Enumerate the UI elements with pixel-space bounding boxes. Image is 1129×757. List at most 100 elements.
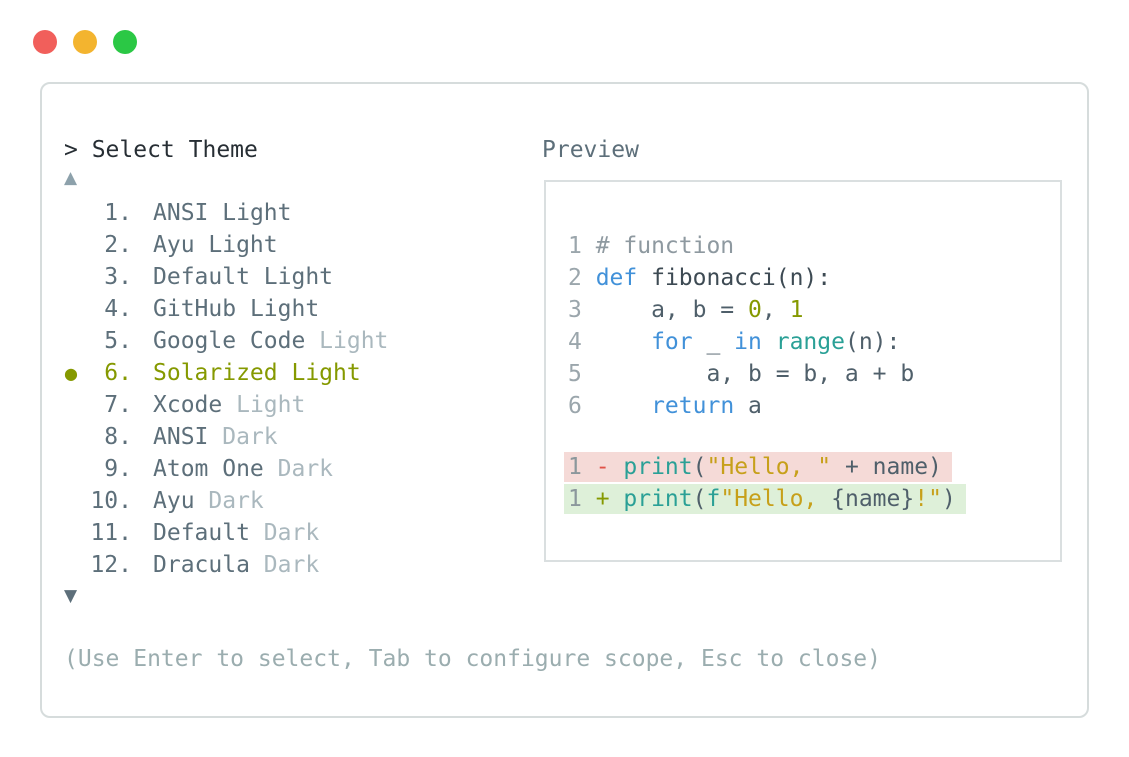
- theme-list-item-ansi-dark[interactable]: 8. ANSI Dark: [64, 421, 388, 453]
- code-token-plain: ): [941, 486, 956, 512]
- theme-item-name: Xcode Light: [153, 392, 305, 418]
- code-token-plain: a: [734, 393, 762, 419]
- theme-list-item-dracula-dark[interactable]: 12.Dracula Dark: [64, 549, 388, 581]
- theme-item-number: 5.: [104, 328, 132, 354]
- code-line: 3 a, b = 0, 1: [568, 294, 914, 326]
- preview-label: Preview: [542, 137, 639, 163]
- theme-item-name: Solarized Light: [153, 360, 361, 386]
- code-token-function: print: [623, 454, 693, 480]
- theme-variant-text: Dark: [208, 488, 264, 514]
- line-number: 4: [568, 329, 582, 355]
- line-number: 3: [568, 297, 582, 323]
- theme-list-item-ayu-dark[interactable]: 10. Ayu Dark: [64, 485, 388, 517]
- theme-variant-text: Light: [222, 200, 292, 226]
- theme-list-item-xcode-light[interactable]: 7.Xcode Light: [64, 389, 388, 421]
- code-token-plain: ,: [761, 297, 790, 323]
- theme-item-name: Ayu Light: [153, 232, 278, 258]
- theme-variant-text: Light: [263, 264, 334, 290]
- line-number: 1: [568, 233, 582, 259]
- theme-variant-text: Light: [208, 232, 278, 258]
- close-button[interactable]: [33, 30, 57, 54]
- code-token-plain: (n):: [844, 329, 901, 355]
- scroll-down-indicator-icon: ▼: [64, 586, 78, 606]
- maximize-button[interactable]: [113, 30, 137, 54]
- line-number: 5: [568, 361, 582, 387]
- code-token-plain: (: [692, 486, 707, 512]
- theme-name-text: ANSI: [153, 424, 223, 450]
- theme-name-text: Atom One: [153, 456, 278, 482]
- theme-item-name: Atom One Dark: [153, 456, 333, 482]
- theme-name-text: Dracula: [153, 552, 264, 578]
- theme-list-item-ayu-light[interactable]: 2. Ayu Light: [64, 229, 388, 261]
- theme-list-item-ansi-light[interactable]: 1. ANSI Light: [64, 197, 388, 229]
- theme-list-item-solarized-light[interactable]: ●6.Solarized Light: [64, 357, 388, 389]
- theme-item-number: 2.: [104, 232, 132, 258]
- code-token-function: print: [623, 486, 693, 512]
- theme-item-name: Default Dark: [153, 520, 319, 546]
- line-number: 6: [568, 393, 582, 419]
- theme-name-text: Google Code: [153, 328, 320, 354]
- diff-line-removed: 1- print("Hello, " + name): [564, 452, 952, 482]
- code-token-plain: {name}: [831, 486, 915, 512]
- code-token-plain: + name): [831, 454, 942, 480]
- code-line: 6 return a: [568, 390, 914, 422]
- code-token-plain: [596, 393, 651, 419]
- code-token-plain: a, b = b, a + b: [595, 361, 915, 387]
- theme-variant-text: Dark: [222, 424, 278, 450]
- line-number: 1: [568, 486, 582, 512]
- code-token-keyword: return: [651, 393, 735, 419]
- code-token-string: !": [914, 486, 942, 512]
- theme-variant-text: Dark: [263, 520, 320, 546]
- theme-item-name: Ayu Dark: [153, 488, 264, 514]
- theme-list-item-default-dark[interactable]: 11. Default Dark: [64, 517, 388, 549]
- code-line: 4 for _ in range(n):: [568, 326, 914, 358]
- code-token-plain: a, b =: [595, 297, 749, 323]
- code-token-keyword: in: [734, 329, 762, 355]
- code-token-plain: [762, 329, 776, 355]
- theme-item-name: Google Code Light: [153, 328, 388, 354]
- code-token-number: 0: [748, 297, 762, 323]
- theme-item-number: 1.: [104, 200, 132, 226]
- code-token-emphasis: fibonacci(n):: [651, 265, 832, 291]
- code-token-diff-removed-sign: -: [595, 454, 624, 480]
- theme-name-text: Xcode: [153, 392, 237, 418]
- theme-item-number: 11.: [90, 520, 132, 546]
- code-token-string: "Hello,: [720, 486, 832, 512]
- theme-item-number: 10.: [90, 488, 132, 514]
- line-number: 1: [568, 454, 582, 480]
- theme-list-item-atom-one-dark[interactable]: 9.Atom One Dark: [64, 453, 388, 485]
- theme-item-number: 4.: [104, 296, 132, 322]
- theme-name-text: Default: [153, 264, 264, 290]
- selected-bullet-icon: ●: [64, 363, 78, 383]
- theme-variant-text: Light: [291, 360, 361, 386]
- diff-line-added: 1+ print(f"Hello, {name}!"): [564, 484, 966, 514]
- code-token-comment: # function: [595, 233, 735, 259]
- code-token-function: f: [706, 486, 721, 512]
- theme-name-text: GitHub: [153, 296, 250, 322]
- theme-item-number: 3.: [104, 264, 132, 290]
- theme-item-name: ANSI Light: [153, 200, 292, 226]
- theme-variant-text: Dark: [277, 456, 334, 482]
- theme-item-number: 8.: [104, 424, 132, 450]
- code-token-number: 1: [789, 297, 804, 323]
- theme-list-item-github-light[interactable]: 4. GitHub Light: [64, 293, 388, 325]
- code-token-keyword: for: [651, 329, 693, 355]
- theme-item-name: GitHub Light: [153, 296, 319, 322]
- theme-variant-text: Dark: [263, 552, 320, 578]
- code-line: 1 # function: [568, 230, 914, 262]
- theme-list-item-google-code-light[interactable]: 5. Google Code Light: [64, 325, 388, 357]
- theme-name-text: Solarized: [153, 360, 292, 386]
- code-token-keyword: def: [595, 265, 638, 291]
- theme-variant-text: Light: [249, 296, 320, 322]
- theme-list-item-default-light[interactable]: 3. Default Light: [64, 261, 388, 293]
- minimize-button[interactable]: [73, 30, 97, 54]
- code-token-function: range: [775, 329, 845, 355]
- code-token-plain: [596, 329, 651, 355]
- theme-item-name: Default Light: [153, 264, 333, 290]
- theme-item-name: Dracula Dark: [153, 552, 319, 578]
